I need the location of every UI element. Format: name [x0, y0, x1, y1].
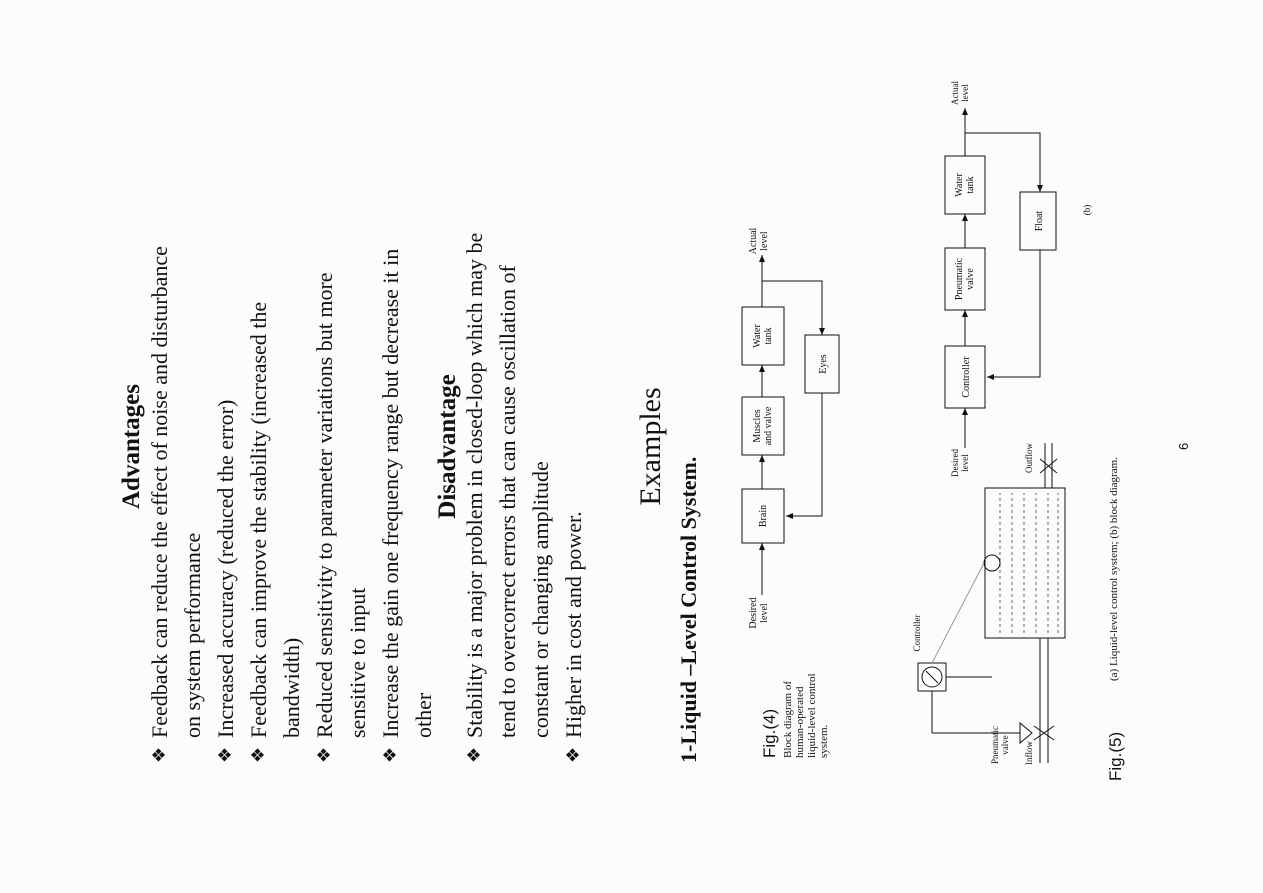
advantage-item-line: Reduced sensitivity to parameter variati… [312, 272, 337, 738]
fig4-caption-line: human-operated [794, 686, 806, 758]
fig5-controller-label: Controller [912, 615, 922, 652]
bullet-diamond-icon: ❖ [464, 746, 484, 763]
fig5-pvalve-block-label: valve [965, 268, 976, 290]
fig5-inflow-label: Inflow [1024, 741, 1034, 765]
fig5-desired-level-label: Desired [950, 449, 960, 477]
fig4-caption-line: system. [818, 724, 830, 758]
fig4-caption-line: liquid-level control [806, 673, 818, 758]
bullet-diamond-icon: ❖ [248, 746, 268, 763]
bullet-diamond-icon: ❖ [215, 746, 235, 763]
fig5-outflow-label: Outflow [1024, 443, 1034, 473]
disadvantage-item-line: tend to overcorrect errors that can caus… [495, 265, 520, 738]
float-icon [983, 554, 1001, 572]
fig4-block-muscles [741, 396, 785, 456]
fig5-actual-level-label: Actual [950, 81, 960, 105]
fig5-pvalve-block-label: Pneumatic [954, 257, 965, 300]
fig5-tank-block-label: Water [954, 173, 965, 197]
advantage-item-line: on system performance [180, 532, 205, 738]
fig5-controller-block-label: Controller [961, 356, 972, 398]
fig4-actual-level-label: Actual [748, 227, 759, 254]
fig5-float-block-label: Float [1034, 211, 1045, 232]
fig4-muscles-label: Muscles [752, 409, 763, 442]
fig4-block-tank [741, 306, 785, 366]
bullet-diamond-icon: ❖ [563, 746, 583, 763]
pneumatic-valve-icon [1019, 721, 1033, 745]
fig4-brain-label: Brain [758, 505, 769, 527]
fig4-tank-label: tank [763, 327, 774, 344]
fig4-tank-label: Water [752, 324, 763, 348]
tank-walls [984, 487, 1066, 639]
fig4-actual-level-label: level [759, 231, 770, 251]
bullet-diamond-icon: ❖ [149, 746, 169, 763]
controller-gauge-icon [921, 666, 943, 688]
fig4-muscles-label: and valve [763, 406, 774, 445]
advantage-item: ❖ Reduced sensitivity to parameter variat… [308, 53, 374, 763]
examples-heading: Examples [634, 387, 667, 506]
fig5-actual-level-label: level [960, 84, 970, 102]
liquid-hatching [999, 493, 1059, 633]
advantage-item: ❖ Increased accuracy (reduced the error) [209, 53, 242, 763]
advantage-item: ❖ Feedback can reduce the effect of noise… [143, 53, 209, 763]
advantage-item: ❖ Increase the gain one frequency range b… [374, 53, 440, 763]
fig4-block-brain [741, 488, 785, 544]
advantage-item-line: Increased accuracy (reduced the error) [213, 399, 238, 738]
fig5-caption: (a) Liquid-level control system; (b) blo… [1108, 457, 1120, 681]
fig5-block-float [1019, 191, 1057, 251]
advantage-item-line: Feedback can improve the stability (incr… [246, 301, 271, 738]
disadvantage-item: ❖ Higher in cost and power. [557, 53, 590, 763]
fig5-desired-level-label: level [960, 454, 970, 472]
bullet-diamond-icon: ❖ [380, 746, 400, 763]
fig4-label: Fig.(4) [760, 708, 779, 758]
advantage-item-line: sensitive to input [345, 587, 370, 738]
advantage-item-line: Increase the gain one frequency range bu… [378, 248, 403, 738]
advantage-item: ❖ Feedback can improve the stability (inc… [242, 53, 308, 763]
fig5-pneumatic-valve-label: Pneumatic [990, 726, 1000, 764]
fig4-desired-level-label: level [759, 603, 770, 623]
advantage-item-line: Feedback can reduce the effect of noise … [147, 246, 172, 738]
disadvantage-item: ❖ Stability is a major problem in closed-… [458, 53, 557, 763]
page-number: 6 [1176, 442, 1191, 450]
section-heading-liquid-level: 1-Liquid –Level Control System. [676, 456, 701, 763]
fig4-caption-line: Block diagram of [782, 681, 794, 758]
bullet-diamond-icon: ❖ [314, 746, 334, 763]
outlet-valve-icon [1039, 458, 1058, 474]
disadvantage-item-line: Stability is a major problem in closed-l… [462, 232, 487, 738]
disadvantage-item-line: Higher in cost and power. [561, 511, 586, 738]
fig4-eyes-label: Eyes [818, 354, 829, 374]
advantages-heading: Advantages [118, 384, 145, 510]
fig5-b-sublabel: (b) [1082, 205, 1092, 216]
fig5-tank-block-label: tank [965, 176, 976, 193]
fig5-label: Fig.(5) [1106, 731, 1125, 781]
disadvantage-item-line: constant or changing amplitude [528, 461, 553, 738]
advantage-item-line: bandwidth) [279, 637, 304, 738]
fig5-pneumatic-valve-label: valve [1000, 735, 1010, 755]
fig4-desired-level-label: Desired [748, 597, 759, 628]
